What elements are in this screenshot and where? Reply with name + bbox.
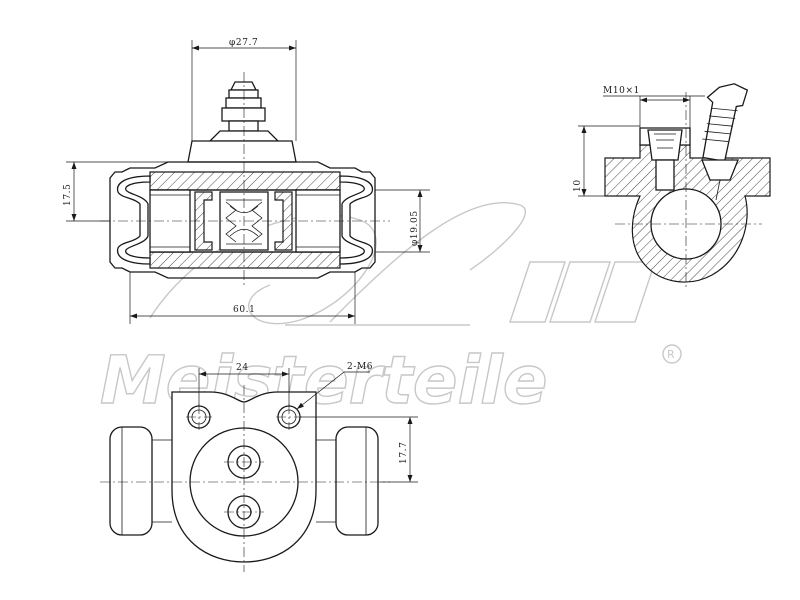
dimension-label-offset: 10 [573, 179, 583, 192]
dimension-label-bottom-height: 17.7 [399, 442, 409, 464]
dimension-label-length: 60.1 [233, 305, 255, 315]
dimension-length: 60.1 [129, 272, 356, 324]
watermark-registered-mark: R [667, 348, 675, 361]
dimension-label-mount-thread: 2-M6 [347, 362, 373, 372]
dimension-height: 17.5 [63, 161, 168, 222]
dimension-thread: M10×1 [603, 86, 705, 128]
dimension-bottom-height: 17.7 [300, 416, 418, 483]
dimension-mount-thread: 2-M6 [296, 362, 373, 410]
end-cap-left [109, 426, 172, 536]
dimension-label-bore-diameter: φ27.7 [229, 38, 258, 48]
dimension-label-thread: M10×1 [603, 86, 640, 96]
dimension-label-piston-diameter: φ19.05 [410, 210, 420, 246]
front-section-view: φ27.7 17.5 φ19.05 60.1 [63, 38, 430, 324]
side-bleeder-nipple [701, 83, 749, 201]
side-section-view: M10×1 10 [573, 83, 771, 290]
dust-boot-left [116, 175, 151, 265]
dust-boot-right [339, 175, 374, 265]
dimension-offset: 10 [573, 125, 640, 197]
dimension-bore-diameter: φ27.7 [191, 38, 297, 141]
dimension-label-hole-spacing: 24 [236, 363, 249, 373]
end-cap-right [316, 426, 379, 536]
watermark-brand-text: Meisterteile [100, 342, 548, 419]
dimension-label-height: 17.5 [63, 184, 73, 206]
bottom-view: 24 2-M6 17.7 [100, 362, 418, 572]
dimension-piston-diameter: φ19.05 [375, 189, 430, 253]
inlet-port [639, 127, 691, 191]
dimension-hole-spacing: 24 [198, 363, 290, 406]
